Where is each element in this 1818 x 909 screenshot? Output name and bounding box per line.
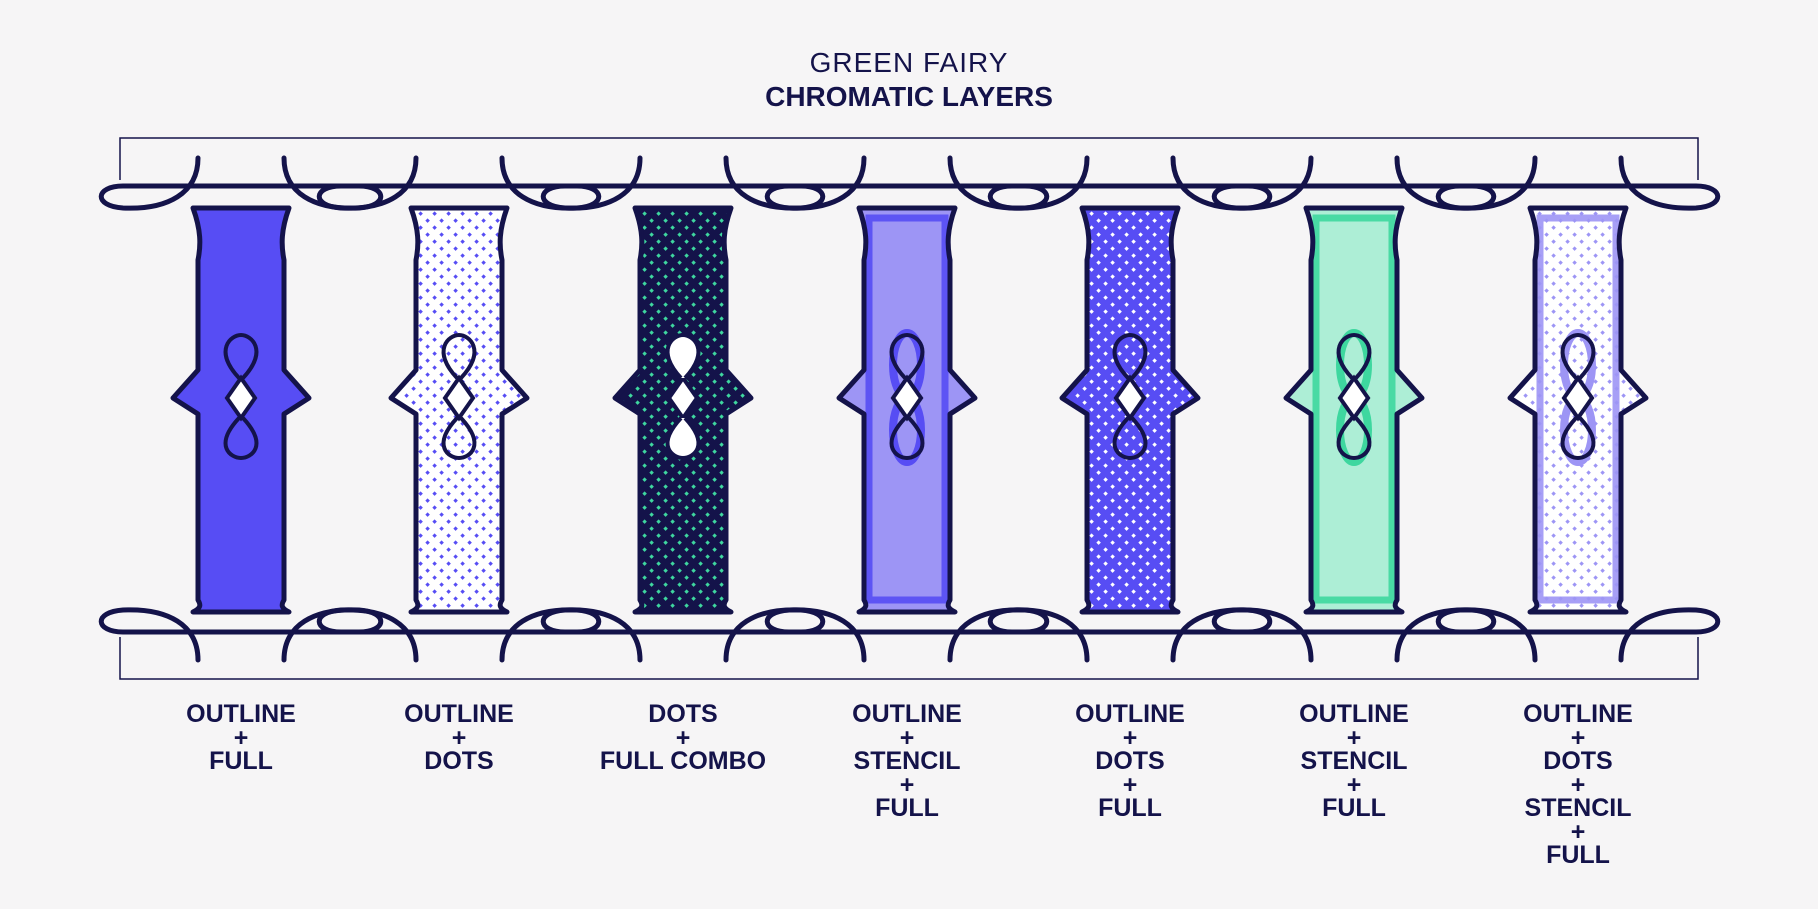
diagram-title: CHROMATIC LAYERS <box>765 81 1053 112</box>
serif-swirl-top <box>98 155 384 211</box>
knot-loop-top <box>1336 332 1372 380</box>
serif-swirl-top <box>764 155 1050 211</box>
serif-swirl-top <box>316 155 602 211</box>
knot-loop-bottom <box>1112 416 1148 461</box>
glyph-variant-4 <box>764 155 1050 663</box>
knot-loop-bottom <box>665 416 701 461</box>
bottom-bracket <box>119 637 1699 680</box>
knot-diamond <box>1561 374 1595 422</box>
glyph-outline <box>612 205 754 615</box>
serif-swirl-bottom <box>1211 607 1497 663</box>
serif-swirl-bottom <box>1435 607 1721 663</box>
glyph-outline <box>170 205 312 615</box>
glyph-outline <box>388 205 530 615</box>
glyph-stencil <box>1536 214 1620 604</box>
glyph-outline <box>1059 205 1201 615</box>
glyph-variant-1 <box>98 155 384 663</box>
knot-loop-top <box>889 332 925 380</box>
knot-loop-bottom <box>1336 416 1372 461</box>
knot-diamond <box>890 374 924 422</box>
variant-caption: OUTLINE + DOTS <box>404 700 514 775</box>
top-bracket <box>119 137 1699 180</box>
knot-loop-top <box>441 332 477 380</box>
glyph-stencil <box>1312 214 1396 604</box>
glyph-outline <box>836 205 978 615</box>
variant-caption: OUTLINE + DOTS + STENCIL + FULL <box>1523 700 1633 869</box>
serif-swirl-top <box>1211 155 1497 211</box>
knot-diamond <box>442 374 476 422</box>
glyph-variant-2 <box>316 155 602 663</box>
serif-swirl-bottom <box>540 607 826 663</box>
serif-swirl-bottom <box>987 607 1273 663</box>
glyph-variant-3 <box>540 155 826 663</box>
knot-loop-top <box>223 332 259 380</box>
serif-swirl-bottom <box>316 607 602 663</box>
diagram-subtitle: GREEN FAIRY <box>809 47 1009 78</box>
serif-swirl-top <box>540 155 826 211</box>
knot-loop-bottom <box>441 416 477 461</box>
glyph-outline <box>1283 205 1425 615</box>
knot-loop-bottom <box>1560 416 1596 461</box>
serif-swirl-bottom <box>764 607 1050 663</box>
variant-caption: OUTLINE + DOTS + FULL <box>1075 700 1185 822</box>
header: GREEN FAIRY CHROMATIC LAYERS <box>0 46 1818 114</box>
knot-loop-bottom <box>223 416 259 461</box>
serif-swirl-bottom <box>98 607 384 663</box>
knot-loop-bottom <box>889 416 925 461</box>
knot-loop-top <box>665 332 701 380</box>
serif-swirl-top <box>987 155 1273 211</box>
knot-loop-top <box>1560 332 1596 380</box>
variant-caption: OUTLINE + FULL <box>186 700 296 775</box>
variant-caption: DOTS + FULL COMBO <box>599 700 767 775</box>
serif-swirl-top <box>1435 155 1721 211</box>
knot-diamond <box>1113 374 1147 422</box>
glyph-variant-6 <box>1211 155 1497 663</box>
glyph-outline <box>1507 205 1649 615</box>
knot-loop-top <box>1112 332 1148 380</box>
knot-diamond <box>224 374 258 422</box>
glyph-stencil <box>865 214 949 604</box>
glyph-variant-7 <box>1435 155 1721 663</box>
variant-caption: OUTLINE + STENCIL + FULL <box>852 700 962 822</box>
variant-caption: OUTLINE + STENCIL + FULL <box>1299 700 1409 822</box>
glyph-variant-5 <box>987 155 1273 663</box>
knot-diamond <box>1337 374 1371 422</box>
